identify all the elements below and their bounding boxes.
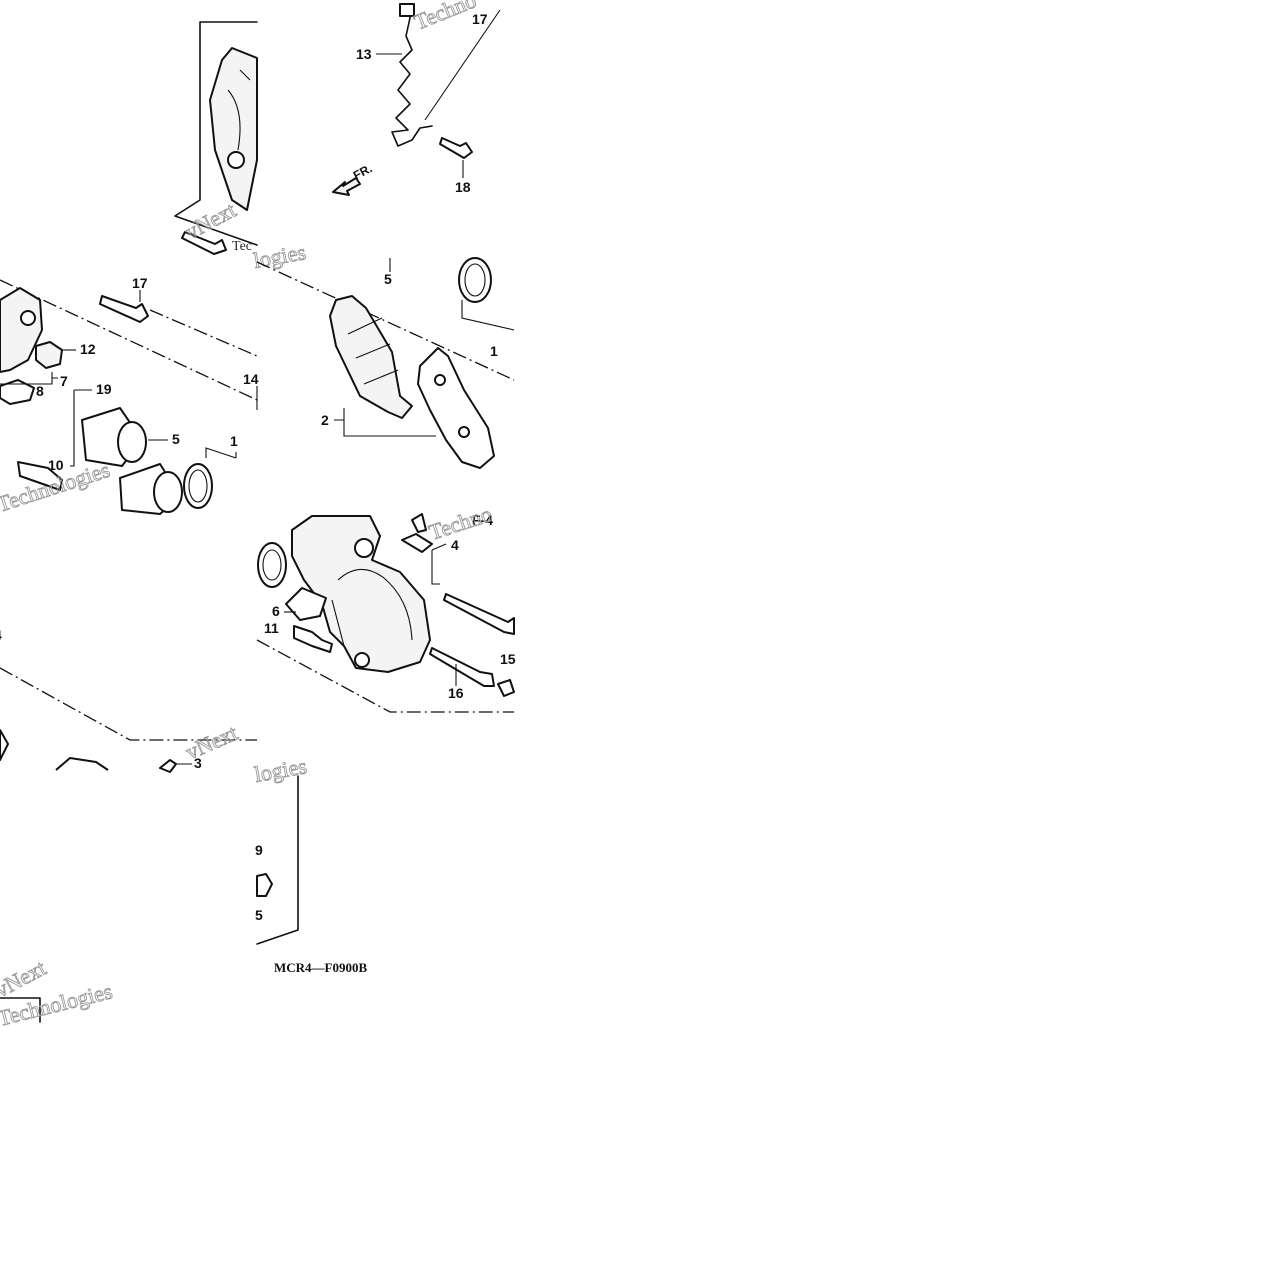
tile-lower-left: vNext Technologies	[0, 955, 115, 1031]
caliper-edge	[55, 757, 109, 771]
bolt-upper	[181, 231, 227, 255]
pin-10	[17, 461, 63, 491]
bracket-line	[461, 300, 515, 331]
plug-15	[497, 679, 515, 697]
pin-9	[443, 593, 515, 635]
callout-11: 11	[264, 620, 279, 636]
caliper-bracket	[209, 47, 258, 211]
frame-line	[256, 775, 299, 945]
seal-ring-inner	[188, 469, 208, 503]
caliper-bracket-body	[0, 287, 43, 373]
callout-18: 18	[455, 179, 471, 195]
bolt-18	[439, 137, 473, 159]
piston-face	[153, 471, 183, 513]
pad-hole	[458, 426, 470, 438]
caliper-seal	[257, 542, 287, 588]
callout-10: 10	[48, 457, 64, 473]
watermark-text: Techno	[411, 0, 480, 35]
callout-3: 3	[194, 755, 202, 771]
callout-4: 4	[451, 537, 459, 553]
piston-face	[117, 421, 147, 463]
piston-seal-inner	[464, 263, 486, 297]
callout-15: 15	[500, 651, 516, 667]
tile-top-right: 13 17 18 FR. Techno	[332, 0, 501, 196]
pin-16	[429, 647, 495, 687]
watermark-text: Tec	[232, 239, 252, 254]
bolt-17	[99, 295, 149, 323]
callout-1: 1	[490, 343, 498, 359]
frame-line	[0, 997, 41, 1023]
callout-4: 4	[0, 627, 2, 643]
tile-bottom-left: 4 3 vNext	[0, 627, 257, 773]
pad-retainer-8	[0, 379, 35, 405]
callout-2: 2	[321, 412, 329, 428]
bolt-small	[411, 513, 427, 533]
plug-9	[256, 873, 273, 897]
spring-tab	[399, 3, 415, 17]
callout-5: 5	[384, 271, 392, 287]
callout-16: 16	[448, 685, 464, 701]
bracket-line	[431, 543, 447, 585]
bracket-line	[70, 389, 92, 467]
seal-ring	[183, 463, 213, 509]
bracket-hole	[227, 151, 245, 169]
bracket-line	[0, 372, 58, 385]
pad-hole	[434, 374, 446, 386]
tile-middle-right: 5 1 2	[256, 257, 515, 469]
tile-top-left: vNext Tec logies	[174, 21, 308, 273]
watermark-text: vNext	[181, 197, 240, 244]
frame-line	[174, 21, 258, 246]
callout-1: 1	[230, 433, 238, 449]
callout-7: 7	[60, 373, 68, 389]
callout-5: 5	[255, 907, 263, 923]
callout-17: 17	[472, 11, 488, 27]
callout-6: 6	[272, 603, 280, 619]
brake-pad-front	[329, 295, 413, 419]
callout-19: 19	[96, 381, 112, 397]
diagram-code-label: MCR4—F0900B	[274, 960, 367, 975]
bleeder-valve-11	[293, 625, 333, 653]
bracket-detail	[227, 69, 251, 151]
bleeder-cap-12	[35, 341, 63, 369]
watermark-text: Techno	[426, 501, 495, 545]
watermark-text: vNext	[182, 720, 241, 765]
assembly-line	[149, 309, 258, 357]
bracket-hole	[20, 310, 36, 326]
tile-bottom-right: 6 11 4 F-4 16 15 Techno	[256, 501, 516, 713]
tile-middle-left: 17 12 8 7 19 14 5 1 10 Technologies	[0, 275, 259, 517]
front-arrow	[332, 177, 361, 196]
tile-lower-middle: 9 5 MCR4—F0900B logies	[252, 753, 367, 975]
spring-4	[401, 533, 433, 553]
callout-9: 9	[255, 842, 263, 858]
caliper-hole	[354, 652, 370, 668]
pad-groove	[347, 317, 399, 385]
bolt-3	[159, 759, 177, 773]
bracket-line	[205, 447, 237, 459]
watermark-text: logies	[253, 753, 309, 787]
caliper-contour	[331, 568, 413, 647]
watermark-text: logies	[252, 239, 308, 273]
callout-12: 12	[80, 341, 96, 357]
assembly-line	[256, 261, 515, 381]
assembly-line	[256, 639, 514, 713]
callout-8: 8	[36, 383, 44, 399]
bracket-line	[334, 408, 436, 437]
caliper-hole	[354, 538, 374, 558]
callout-17: 17	[132, 275, 148, 291]
callout-F-4: F-4	[472, 512, 493, 528]
callout-13: 13	[356, 46, 372, 62]
caliper-seal-inner	[262, 549, 282, 581]
callout-14: 14	[243, 371, 259, 387]
assembly-line	[0, 667, 257, 741]
callout-5: 5	[172, 431, 180, 447]
pad-spring-13	[391, 7, 433, 147]
pad-edge	[0, 729, 9, 761]
piston-seal-ring	[458, 257, 492, 303]
leader-line	[424, 9, 501, 121]
